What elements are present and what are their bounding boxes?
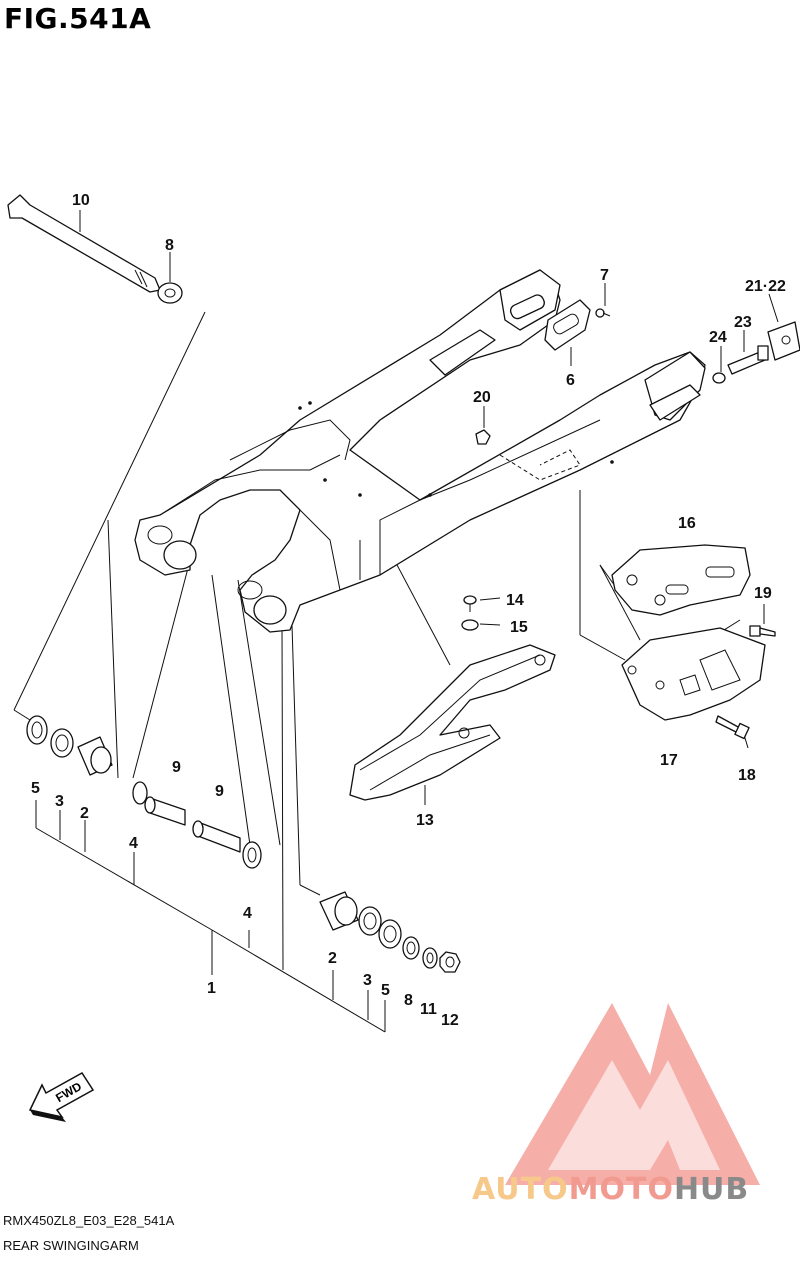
callout-6: 6 [566, 372, 575, 389]
bolt-19[interactable] [749, 625, 776, 637]
chain-guide-16[interactable] [611, 544, 751, 616]
bolt-18[interactable] [715, 715, 750, 740]
screw-14[interactable] [463, 595, 477, 612]
spacer-9-a[interactable] [144, 796, 186, 826]
watermark-auto: AUTO [472, 1172, 569, 1207]
adjuster-bolt-23[interactable] [727, 345, 769, 375]
callout-5-right: 5 [381, 982, 390, 999]
washer-8-right[interactable] [402, 936, 420, 960]
washer-4-b[interactable] [242, 841, 262, 869]
screw-7[interactable] [595, 308, 611, 318]
nut-20[interactable] [475, 429, 491, 445]
callout-9-b: 9 [215, 783, 224, 800]
washer-8-top[interactable] [157, 282, 183, 304]
callout-1: 1 [207, 980, 216, 997]
pivot-bolt[interactable] [7, 194, 161, 293]
watermark-text: AUTOMOTOHUB [472, 1172, 749, 1207]
callout-5-left: 5 [31, 780, 40, 797]
diagram-code: RMX450ZL8_E03_E28_541A [3, 1213, 175, 1228]
callout-labels: 10 8 7 21·22 24 23 6 20 16 19 14 15 17 1… [31, 192, 786, 1029]
nut-24[interactable] [712, 372, 726, 384]
washer-11[interactable] [422, 947, 438, 969]
plate-6[interactable] [544, 299, 591, 351]
oil-seal-3-right[interactable] [358, 906, 382, 936]
callout-12: 12 [441, 1012, 459, 1029]
callout-23: 23 [734, 314, 752, 331]
figure-title: FIG.541A [4, 2, 152, 35]
oil-seal-3-left[interactable] [50, 728, 74, 758]
callout-14: 14 [506, 592, 524, 609]
adjuster-block-21-22[interactable] [767, 321, 800, 361]
callout-2-right: 2 [328, 950, 337, 967]
callout-9-a: 9 [172, 759, 181, 776]
callout-8: 8 [165, 237, 174, 254]
washer-15[interactable] [461, 619, 479, 631]
callout-19: 19 [754, 585, 772, 602]
dust-seal-5-left[interactable] [26, 715, 48, 745]
watermark-logo [505, 1003, 760, 1185]
bearing-2-right[interactable] [319, 891, 359, 931]
callout-18: 18 [738, 767, 756, 784]
callout-13: 13 [416, 812, 434, 829]
callout-17: 17 [660, 752, 678, 769]
callout-10: 10 [72, 192, 90, 209]
callout-24: 24 [709, 329, 727, 346]
callout-4-a: 4 [129, 835, 138, 852]
watermark-hub: HUB [673, 1172, 750, 1207]
leader-lines [13, 210, 779, 1033]
callout-8-right: 8 [404, 992, 413, 1009]
dust-seal-5-right[interactable] [378, 919, 402, 949]
callout-2-left: 2 [80, 805, 89, 822]
chain-slider-13[interactable] [349, 644, 556, 801]
chain-guide-bracket-17[interactable] [621, 627, 766, 721]
bearing-2-left[interactable] [77, 736, 113, 776]
callout-20: 20 [473, 389, 491, 406]
nut-12[interactable] [439, 951, 461, 973]
callout-3-left: 3 [55, 793, 64, 810]
watermark-moto: MOTO [568, 1172, 674, 1207]
callout-15: 15 [510, 619, 528, 636]
callout-16: 16 [678, 515, 696, 532]
callout-4-b: 4 [243, 905, 252, 922]
callout-11: 11 [420, 1001, 437, 1018]
callout-3-right: 3 [363, 972, 372, 989]
diagram-caption: REAR SWINGINGARM [3, 1238, 139, 1253]
fwd-arrow: FWD [28, 1072, 95, 1122]
callout-21-22: 21·22 [745, 278, 786, 295]
spacer-9-b[interactable] [192, 820, 241, 853]
washer-4-a[interactable] [132, 781, 148, 805]
swingarm[interactable] [134, 269, 706, 633]
callout-7: 7 [600, 267, 609, 284]
